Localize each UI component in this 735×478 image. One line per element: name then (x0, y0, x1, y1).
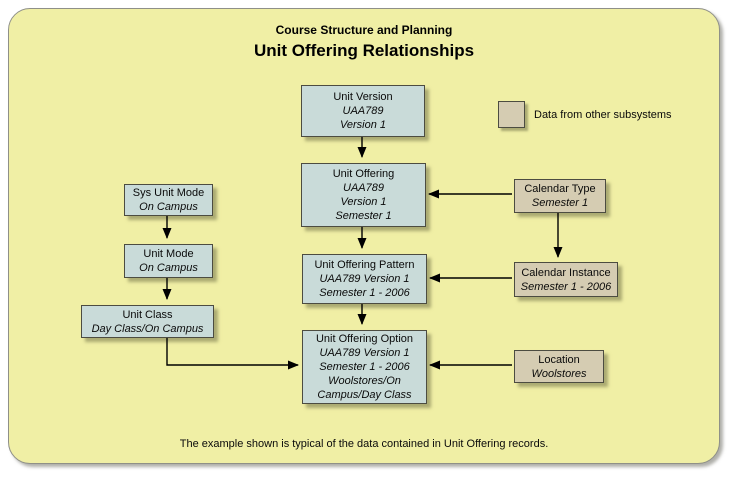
node-unit-class: Unit Class Day Class/On Campus (81, 305, 214, 338)
node-calendar-instance: Calendar Instance Semester 1 - 2006 (514, 262, 618, 297)
legend-label: Data from other subsystems (534, 108, 672, 121)
node-location-title: Location (538, 353, 580, 366)
node-calendar-type-details: Semester 1 (531, 197, 589, 209)
node-location: Location Woolstores (514, 350, 604, 383)
diagram-subtitle: Course Structure and Planning (275, 23, 453, 37)
diagram-canvas: Course Structure and Planning Unit Offer… (8, 8, 720, 464)
node-unit-mode: Unit Mode On Campus (124, 244, 213, 278)
node-unit-class-title: Unit Class (122, 308, 173, 321)
node-unit-mode-details: On Campus (139, 262, 198, 274)
node-unit-mode-title: Unit Mode (143, 248, 194, 260)
node-unit-class-details: Day Class/On Campus (91, 322, 204, 335)
diagram-title: Unit Offering Relationships (253, 41, 475, 60)
legend-subsystem-swatch (498, 101, 525, 128)
node-sys-unit-mode: Sys Unit Mode On Campus (124, 184, 213, 216)
node-sys-unit-mode-details: On Campus (139, 201, 198, 213)
node-calendar-instance-title: Calendar Instance (521, 266, 611, 279)
node-unit-offering-pattern-title: Unit Offering Pattern (314, 259, 415, 271)
node-unit-offering-title: Unit Offering (332, 168, 395, 180)
node-unit-offering-option-title: Unit Offering Option (315, 333, 413, 345)
node-location-details: Woolstores (531, 367, 587, 380)
node-calendar-type: Calendar Type Semester 1 (514, 179, 606, 213)
node-calendar-instance-details: Semester 1 - 2006 (520, 280, 612, 293)
legend: Data from other subsystems (498, 101, 672, 128)
node-sys-unit-mode-title: Sys Unit Mode (132, 187, 205, 199)
diagram-caption: The example shown is typical of the data… (179, 438, 549, 450)
node-unit-version-title: Unit Version (333, 91, 393, 103)
node-calendar-type-title: Calendar Type (524, 183, 596, 195)
